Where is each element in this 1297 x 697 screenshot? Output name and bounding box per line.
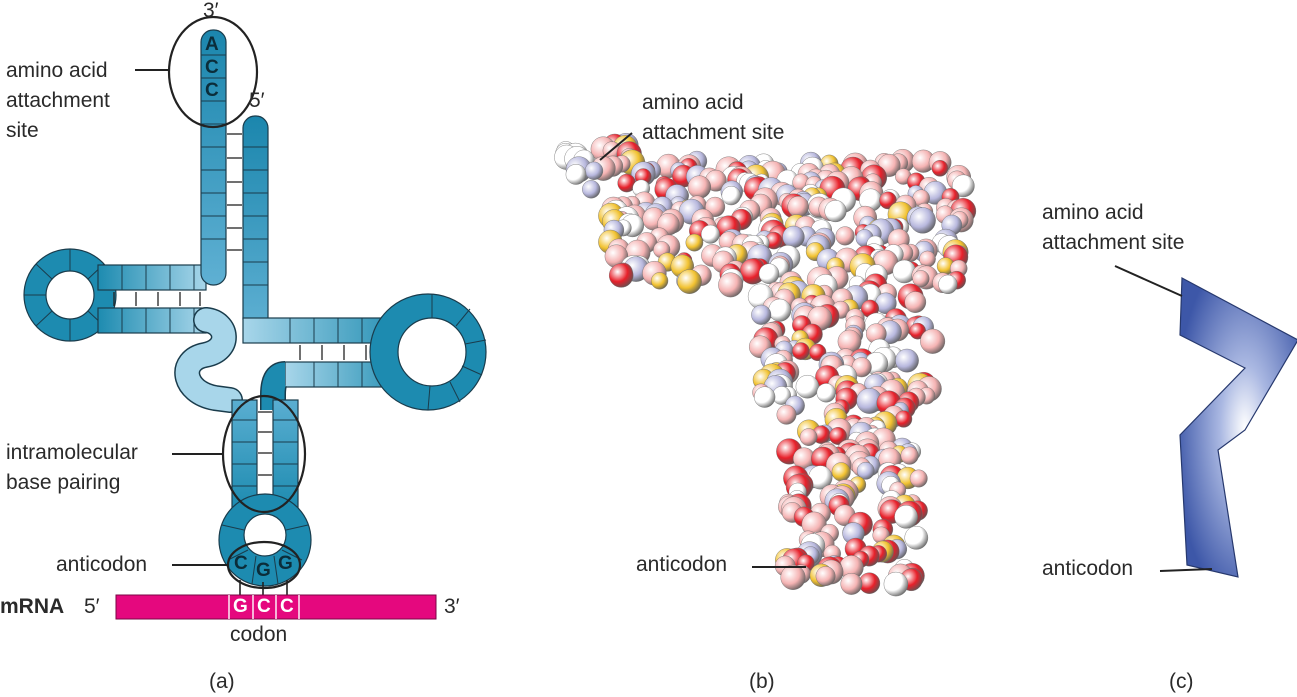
atom [952, 174, 975, 198]
atom [754, 386, 776, 408]
atom [721, 186, 741, 206]
atom [751, 304, 772, 325]
mrna-label: mRNA [0, 595, 65, 618]
atom [856, 461, 875, 480]
anticodon-label-b: anticodon [636, 553, 728, 576]
atom [938, 274, 958, 294]
anticodon-label-a: anticodon [56, 553, 148, 576]
atom [582, 180, 601, 199]
ribbon-shape [1179, 277, 1297, 578]
three-prime-top: 3′ [203, 0, 219, 22]
anticodon-base-3: G [278, 553, 293, 574]
aa-site-label-a-2: attachment [6, 89, 110, 112]
caption-b: (b) [749, 670, 775, 693]
caption-c: (c) [1169, 670, 1194, 693]
atom [718, 272, 743, 298]
atom [758, 263, 780, 284]
atom [909, 469, 928, 488]
aa-site-label-c-1: amino acid [1042, 201, 1144, 224]
atom [799, 428, 818, 446]
intramolecular-label-2: base pairing [6, 471, 121, 494]
aa-site-ellipse-a [167, 15, 259, 129]
atom [815, 566, 836, 586]
acceptor-base-3: C [205, 80, 219, 101]
acceptor-base-2: C [205, 57, 219, 78]
atom [701, 224, 720, 244]
mrna-five-prime: 5′ [84, 595, 100, 618]
atom [565, 164, 587, 185]
mrna-three-prime: 3′ [444, 595, 460, 618]
aa-site-label-a-3: site [6, 119, 39, 142]
atom [904, 526, 929, 550]
intramolecular-label-1: intramolecular [6, 441, 138, 464]
five-prime-top: 5′ [249, 89, 265, 112]
d-loop [23, 248, 117, 342]
aa-site-leader-b [599, 132, 633, 161]
atom [776, 404, 797, 425]
anticodon-loop [218, 493, 312, 587]
atom [912, 270, 930, 288]
aa-site-label-c-2: attachment site [1042, 231, 1185, 254]
atom [650, 272, 669, 290]
atom [931, 159, 949, 177]
atom [904, 291, 927, 313]
aa-site-label-b-2: attachment site [642, 121, 785, 144]
base-pairing-ellipse [221, 394, 307, 514]
codon-base-1: G [233, 596, 248, 617]
atom-spheres [554, 132, 977, 597]
codon-base-2: C [257, 596, 271, 617]
atom [780, 564, 806, 590]
atom [909, 207, 936, 234]
codon-base-3: C [280, 596, 294, 617]
atom [609, 263, 634, 288]
aa-site-label-b-1: amino acid [642, 91, 744, 114]
atom [685, 233, 704, 252]
anticodon-base-1: C [234, 553, 248, 574]
atom [840, 573, 863, 595]
atom [895, 348, 919, 373]
atom [829, 427, 847, 445]
atom [816, 383, 836, 403]
atom [920, 328, 946, 354]
atom [835, 226, 855, 246]
atom [894, 504, 918, 529]
aa-site-label-a-1: amino acid [6, 59, 108, 82]
acceptor-base-1: A [205, 34, 219, 55]
t-loop [369, 293, 487, 411]
atom [824, 200, 847, 223]
codon-label: codon [230, 623, 288, 646]
caption-a: (a) [209, 670, 235, 693]
anticodon-label-c: anticodon [1042, 557, 1134, 580]
atom [883, 571, 909, 597]
atom [677, 269, 702, 294]
anticodon-base-2: G [256, 560, 271, 581]
